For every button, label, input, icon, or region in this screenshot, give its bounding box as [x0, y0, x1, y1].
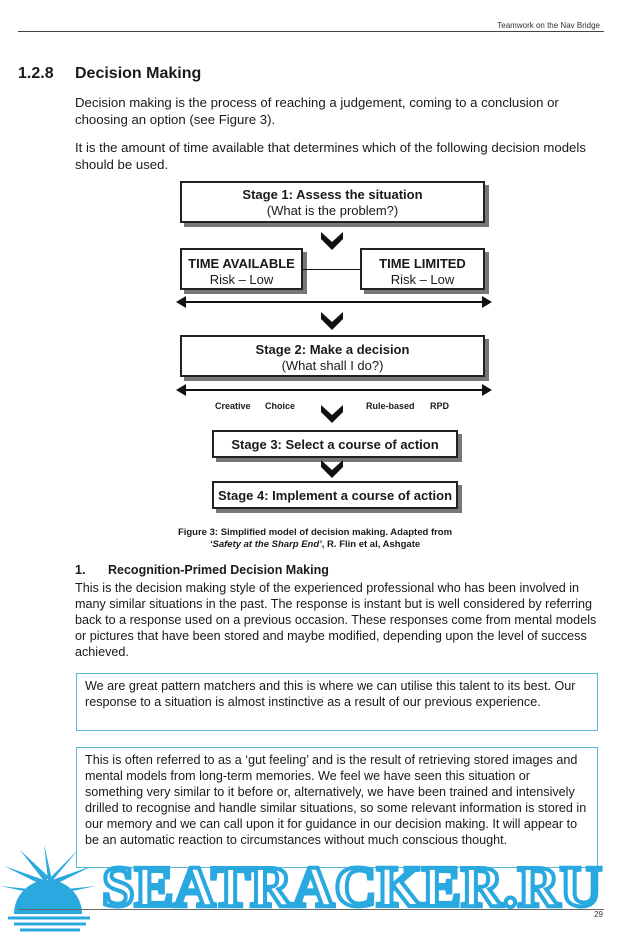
connector-line [303, 269, 360, 270]
scale-label-rpd: RPD [430, 401, 450, 411]
page-number: 29 [594, 910, 603, 919]
down-arrow-icon [321, 405, 343, 423]
time-available-box: TIME AVAILABLE Risk – Low [180, 248, 303, 290]
time-limited-box: TIME LIMITED Risk – Low [360, 248, 485, 290]
down-arrow-icon [321, 312, 343, 330]
stage3-title: Stage 3: Select a course of action [231, 437, 439, 452]
scale-line-2 [184, 389, 484, 391]
scale-label-choice: Choice [265, 401, 296, 411]
left-arrowhead-icon [176, 384, 186, 396]
seatracker-watermark: SEATRACKER.RU [0, 844, 604, 932]
stage2-title: Stage 2: Make a decision [255, 342, 410, 357]
sun-logo-icon [0, 844, 96, 932]
header-rule [18, 31, 604, 32]
stage4-title: Stage 4: Implement a course of action [217, 488, 453, 503]
time-limited-title: TIME LIMITED [379, 256, 466, 271]
down-arrow-icon [321, 460, 343, 478]
subsection-number: 1. [75, 563, 86, 577]
figure-caption-line1: Figure 3: Simplified model of decision m… [177, 527, 453, 538]
scale-line-1 [184, 301, 484, 303]
stage2-subtitle: (What shall I do?) [281, 358, 384, 373]
time-limited-risk: Risk – Low [390, 272, 455, 287]
time-available-title: TIME AVAILABLE [188, 256, 295, 271]
stage1-box: Stage 1: Assess the situation (What is t… [180, 181, 485, 223]
caption-source-title: ‘Safety at the Sharp End’ [209, 539, 322, 550]
right-arrowhead-icon [482, 384, 492, 396]
time-available-risk: Risk – Low [209, 272, 274, 287]
stage2-box: Stage 2: Make a decision (What shall I d… [180, 335, 485, 377]
callout-box-2: This is often referred to as a ‘gut feel… [76, 747, 598, 868]
section-title: Decision Making [75, 65, 202, 82]
figure-caption-line2: ‘Safety at the Sharp End’, R. Flin et al… [60, 539, 570, 551]
stage3-box: Stage 3: Select a course of action [212, 430, 458, 458]
scale-label-creative: Creative [215, 401, 251, 411]
left-arrowhead-icon [176, 296, 186, 308]
right-arrowhead-icon [482, 296, 492, 308]
running-header: Teamwork on the Nav Bridge [497, 21, 600, 30]
subsection-title: Recognition-Primed Decision Making [108, 563, 329, 577]
section-number: 1.2.8 [18, 65, 54, 82]
callout-box-1: We are great pattern matchers and this i… [76, 673, 598, 731]
stage1-subtitle: (What is the problem?) [266, 203, 399, 218]
down-arrow-icon [321, 232, 343, 250]
intro-paragraph-2: It is the amount of time available that … [75, 140, 586, 172]
stage4-box: Stage 4: Implement a course of action [212, 481, 458, 509]
intro-paragraph-1: Decision making is the process of reachi… [75, 95, 559, 127]
scale-label-rule-based: Rule-based [366, 401, 415, 411]
footer-rule [18, 909, 604, 910]
caption-source-rest: , R. Flin et al, Ashgate [321, 539, 421, 550]
subsection-body: This is the decision making style of the… [75, 581, 597, 659]
stage1-title: Stage 1: Assess the situation [242, 187, 423, 202]
